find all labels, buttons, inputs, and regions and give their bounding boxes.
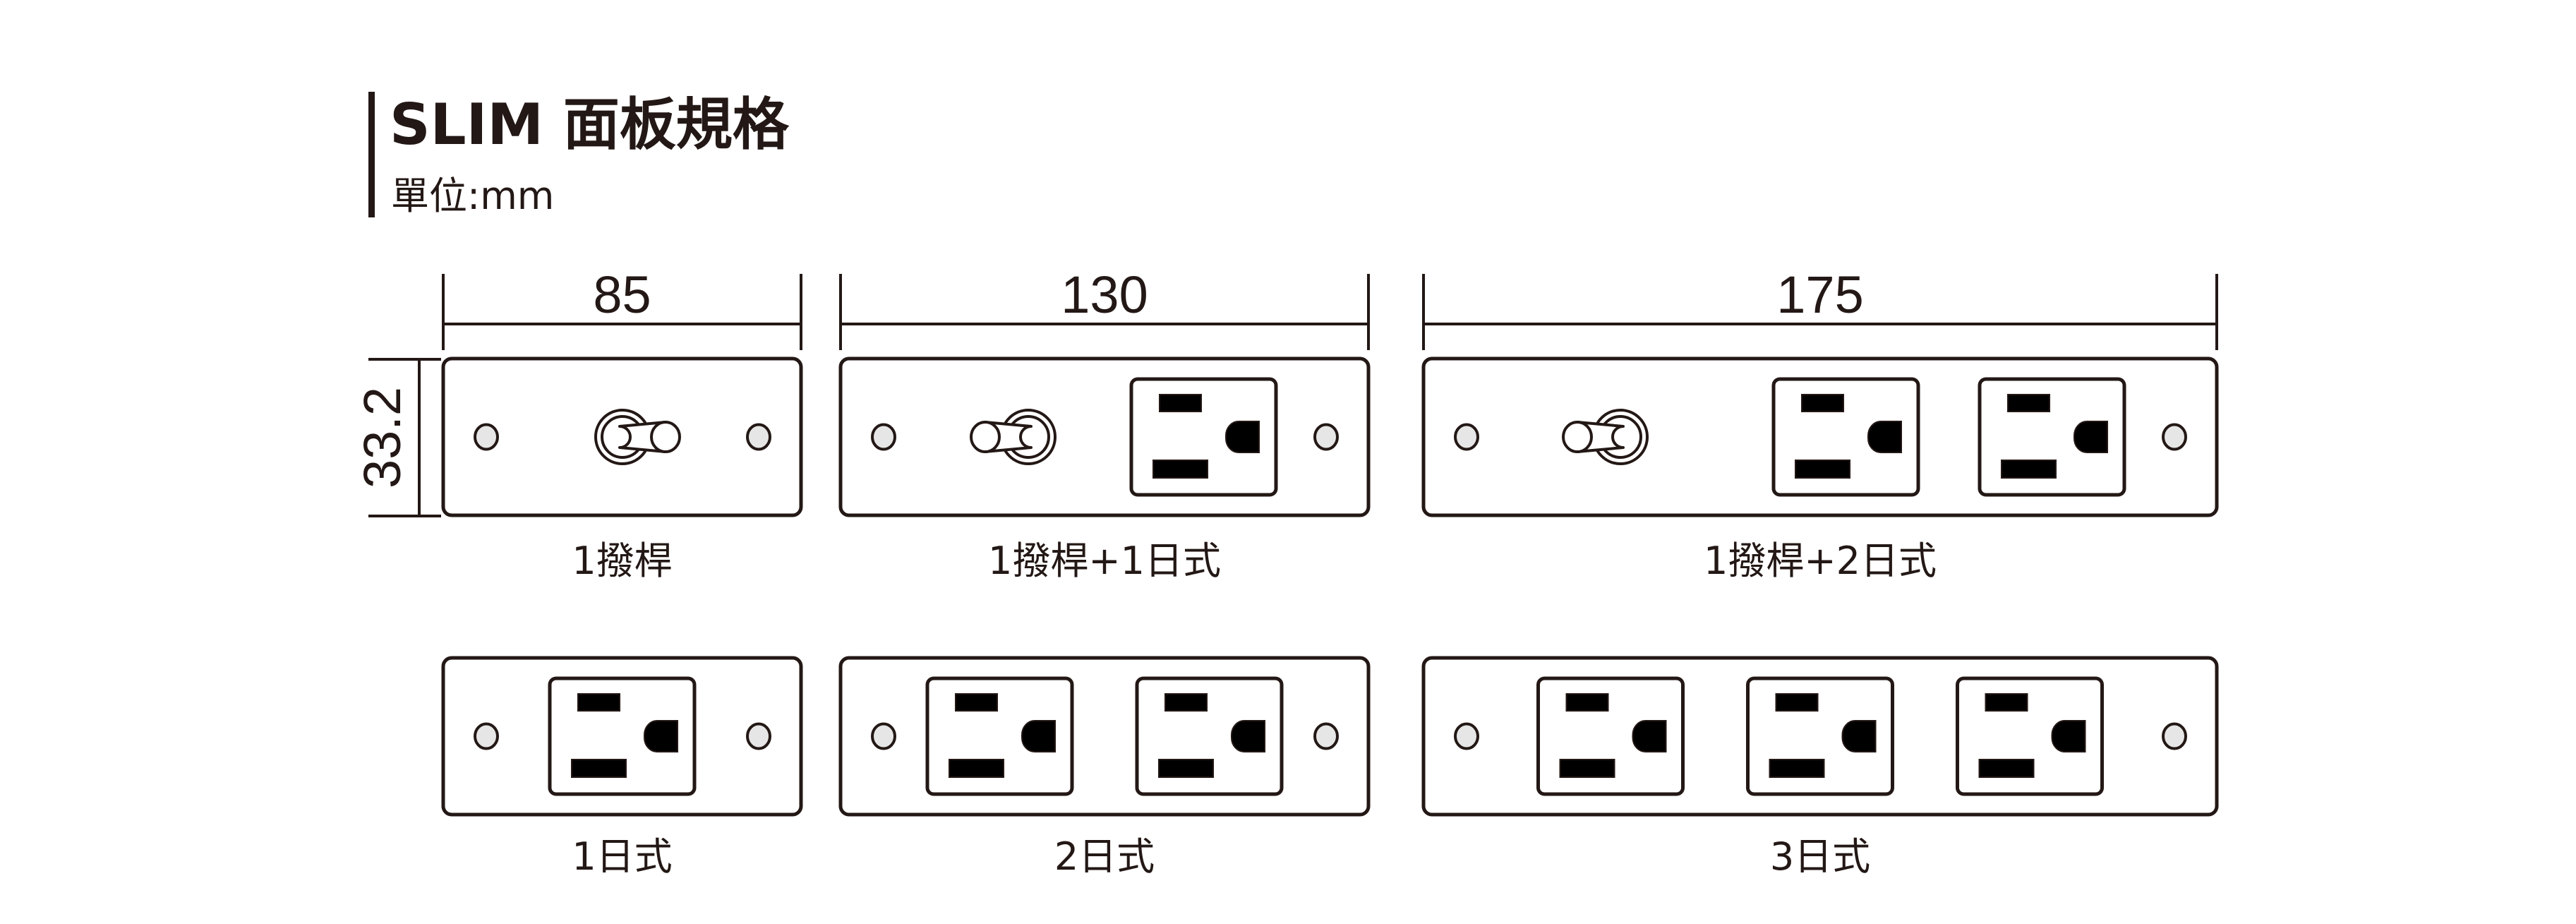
outlet-slot-top bbox=[577, 693, 620, 712]
toggle-switch-icon bbox=[594, 409, 681, 465]
header: SLIM 面板規格 單位:mm bbox=[368, 92, 790, 218]
outlet-slot-top bbox=[955, 693, 998, 712]
outlet-ground-hole bbox=[2051, 720, 2086, 752]
outlet-icon bbox=[1771, 377, 1920, 497]
outlet-icon bbox=[1536, 676, 1685, 796]
screw-icon bbox=[1454, 722, 1479, 750]
width-dimension: 175 bbox=[1422, 265, 2218, 350]
toggle-knob bbox=[970, 421, 1001, 453]
outlet-icon bbox=[1129, 377, 1278, 497]
outlet-slot-top bbox=[1801, 394, 1844, 412]
outlet-icon bbox=[1978, 377, 2126, 497]
toggle-knob bbox=[650, 421, 681, 453]
screw-icon bbox=[871, 722, 896, 750]
outlet-ground-hole bbox=[644, 720, 678, 752]
outlet-slot-bottom bbox=[1769, 759, 1825, 778]
screw-icon bbox=[746, 423, 771, 451]
panel-outlet-3: 3日式 bbox=[1421, 656, 2219, 879]
screw-icon bbox=[1454, 423, 1479, 451]
unit-label: 單位:mm bbox=[391, 174, 554, 218]
screw-icon bbox=[2162, 423, 2187, 451]
panel-label: 1撥桿 bbox=[572, 539, 672, 583]
outlet-slot-top bbox=[1565, 693, 1609, 712]
panel-label: 1撥桿+2日式 bbox=[1704, 539, 1937, 583]
outlet-slot-bottom bbox=[949, 759, 1004, 778]
outlet-ground-hole bbox=[1867, 421, 1902, 453]
panel-label: 1日式 bbox=[572, 834, 672, 879]
outlet-slot-bottom bbox=[1152, 460, 1208, 479]
width-dim-label: 175 bbox=[1776, 265, 1863, 324]
screw-icon bbox=[1313, 423, 1339, 451]
screw-icon bbox=[2162, 722, 2187, 750]
panel-label: 1撥桿+1日式 bbox=[988, 539, 1221, 583]
outlet-icon bbox=[548, 676, 697, 796]
panel-toggle-1: 85 1撥桿 bbox=[441, 265, 803, 583]
toggle-knob bbox=[1562, 421, 1593, 453]
outlet-ground-hole bbox=[1231, 720, 1265, 752]
screw-icon bbox=[1313, 722, 1339, 750]
outlet-ground-hole bbox=[1225, 421, 1260, 453]
outlet-slot-top bbox=[1164, 693, 1208, 712]
panel-label: 3日式 bbox=[1770, 834, 1870, 879]
panel-outlet-1: 1日式 bbox=[441, 656, 803, 879]
width-dimension: 130 bbox=[839, 265, 1370, 350]
screw-icon bbox=[474, 722, 499, 750]
outlet-slot-bottom bbox=[1978, 759, 2035, 778]
outlet-slot-top bbox=[1775, 693, 1819, 712]
outlet-slot-bottom bbox=[1559, 759, 1615, 778]
outlet-icon bbox=[925, 676, 1074, 796]
outlet-slot-bottom bbox=[2001, 460, 2057, 479]
header-accent-bar bbox=[368, 92, 375, 217]
width-dimension: 85 bbox=[442, 265, 802, 350]
outlet-icon bbox=[1956, 676, 2104, 796]
height-dimension: 33.2 bbox=[353, 358, 441, 517]
outlet-slot-top bbox=[1985, 693, 2028, 712]
panel-outlet-2: 2日式 bbox=[838, 656, 1371, 879]
outlet-slot-bottom bbox=[1158, 759, 1214, 778]
outlet-ground-hole bbox=[2074, 421, 2108, 453]
screw-icon bbox=[746, 722, 771, 750]
panels: 85 1撥桿 130 1撥桿+1日式 175 1撥桿+2日式 1日式 2日式 3日式 bbox=[441, 265, 2219, 879]
width-dim-label: 130 bbox=[1061, 265, 1148, 324]
outlet-slot-bottom bbox=[571, 759, 627, 778]
width-dim-label: 85 bbox=[593, 265, 651, 324]
screw-icon bbox=[474, 423, 499, 451]
outlet-slot-bottom bbox=[1795, 460, 1850, 479]
outlet-icon bbox=[1135, 676, 1284, 796]
toggle-switch-icon bbox=[970, 409, 1057, 465]
panel-toggle-1-outlet-1: 130 1撥桿+1日式 bbox=[838, 265, 1371, 583]
toggle-switch-icon bbox=[1562, 409, 1649, 465]
outlet-ground-hole bbox=[1841, 720, 1877, 752]
panel-plate bbox=[838, 656, 1371, 817]
panel-label: 2日式 bbox=[1054, 834, 1155, 879]
panel-toggle-1-outlet-2: 175 1撥桿+2日式 bbox=[1421, 265, 2219, 583]
height-dim-label: 33.2 bbox=[353, 387, 411, 488]
outlet-slot-top bbox=[2007, 394, 2050, 412]
outlet-ground-hole bbox=[1632, 720, 1667, 752]
screw-icon bbox=[871, 423, 896, 451]
outlet-ground-hole bbox=[1021, 720, 1056, 752]
panel-plate bbox=[838, 356, 1371, 517]
outlet-icon bbox=[1746, 676, 1894, 796]
page-title: SLIM 面板規格 bbox=[390, 92, 790, 157]
outlet-slot-top bbox=[1159, 394, 1202, 412]
